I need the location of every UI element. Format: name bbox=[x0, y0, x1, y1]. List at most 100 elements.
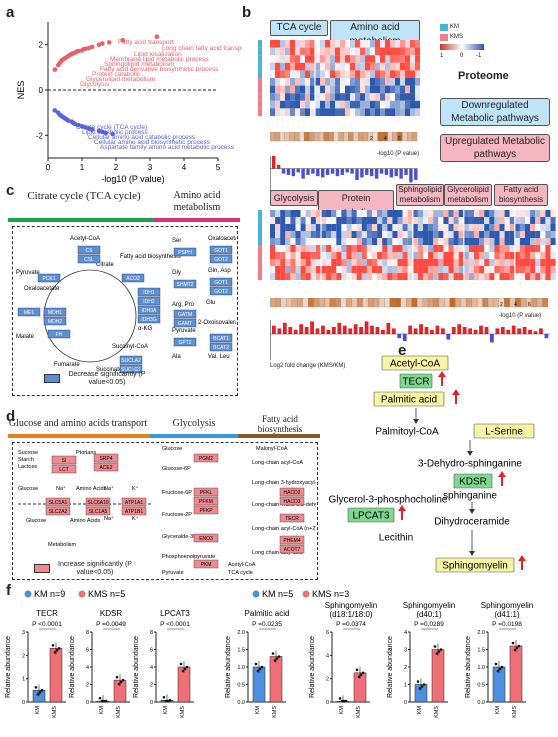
heat-cell bbox=[295, 55, 300, 63]
heat-cell bbox=[275, 266, 281, 273]
heat-cell bbox=[499, 259, 505, 266]
heat-cell bbox=[415, 70, 420, 78]
gene-box bbox=[77, 254, 101, 264]
heat-cell bbox=[305, 62, 310, 71]
heat-cell bbox=[365, 70, 370, 78]
heat-cell bbox=[300, 78, 305, 86]
heat-cell bbox=[360, 62, 365, 71]
heat-cell bbox=[540, 252, 546, 259]
heat-cell bbox=[489, 210, 495, 217]
pvalue-cell bbox=[389, 298, 396, 308]
fc-bar bbox=[440, 328, 445, 334]
gene-label: BCAT2 bbox=[213, 345, 229, 351]
heat-cell bbox=[300, 62, 305, 71]
panel-c-pathway: Citrate cycle (TCA cycle) Amino acid met… bbox=[4, 190, 240, 402]
heat-cell bbox=[300, 231, 306, 238]
heat-cell bbox=[550, 245, 556, 252]
heat-cell bbox=[395, 62, 400, 71]
heat-cell bbox=[545, 245, 551, 252]
heat-cell bbox=[423, 252, 429, 259]
heat-cell bbox=[315, 85, 320, 94]
dot bbox=[361, 671, 365, 675]
heat-cell bbox=[415, 55, 420, 63]
gene-box bbox=[17, 307, 41, 317]
heat-cell bbox=[479, 259, 485, 266]
heat-cell bbox=[423, 266, 429, 273]
foldchange-top bbox=[270, 156, 418, 192]
legend-scale bbox=[440, 44, 484, 50]
heat-cell bbox=[377, 245, 383, 252]
fc-bar bbox=[370, 325, 374, 334]
d-legend-text: Increase significantly (P value<0.05) bbox=[58, 561, 132, 576]
heat-cell bbox=[463, 245, 469, 252]
heat-cell bbox=[405, 62, 410, 71]
y-tick-label: 2 bbox=[150, 683, 153, 689]
metabolite: Fumarate bbox=[54, 362, 80, 368]
pvalue-cell bbox=[460, 298, 467, 308]
heat-cell bbox=[377, 210, 383, 217]
heat-cell bbox=[351, 259, 357, 266]
legend-up: Upregulated Metabolic pathways bbox=[440, 134, 550, 162]
heat-cell bbox=[410, 108, 415, 116]
heat-cell bbox=[390, 93, 395, 101]
dot bbox=[168, 698, 172, 702]
heat-cell bbox=[458, 238, 464, 245]
heat-cell bbox=[519, 266, 525, 273]
fc-bar bbox=[430, 329, 434, 334]
heat-cell bbox=[525, 266, 531, 273]
pvalue-cell bbox=[542, 298, 549, 308]
heat-cell bbox=[387, 231, 393, 238]
heat-cell bbox=[345, 85, 350, 94]
heat-cell bbox=[412, 266, 418, 273]
dot bbox=[435, 652, 439, 655]
heat-cell bbox=[468, 266, 474, 273]
heat-cell bbox=[415, 93, 420, 101]
heat-cell bbox=[474, 245, 480, 252]
node-label: 3-Dehydro-sphinganine bbox=[418, 459, 522, 470]
pval-tick: 6 bbox=[398, 136, 401, 142]
heat-cell bbox=[448, 266, 454, 273]
heat-cell bbox=[428, 266, 434, 273]
pvalue-cell bbox=[427, 298, 434, 308]
dot bbox=[496, 669, 500, 673]
heat-cell bbox=[360, 93, 365, 101]
chart-title: LPCAT3 bbox=[160, 609, 190, 618]
gene-label: ACOT7 bbox=[284, 547, 301, 553]
point-up bbox=[100, 41, 105, 46]
fc-bar bbox=[353, 324, 358, 334]
heat-cell bbox=[525, 245, 531, 252]
pvalue-cell bbox=[493, 298, 500, 308]
heat-cell bbox=[468, 217, 474, 224]
pvalue-cell bbox=[289, 132, 295, 142]
gene-box bbox=[137, 287, 161, 297]
heat-cell bbox=[331, 224, 337, 231]
fc-bar bbox=[359, 327, 364, 334]
heat-cell bbox=[350, 40, 355, 48]
heat-cell bbox=[370, 100, 375, 109]
heat-cell bbox=[315, 210, 321, 217]
heat-cell bbox=[514, 224, 520, 231]
heat-cell bbox=[346, 210, 352, 217]
heat-cell bbox=[474, 266, 480, 273]
heat-cell bbox=[331, 238, 337, 245]
node-label: Palmitoyl-CoA bbox=[375, 427, 439, 438]
dot bbox=[420, 685, 424, 688]
pvalue-cell bbox=[466, 298, 472, 308]
heat-cell bbox=[270, 108, 275, 116]
x-tick-label: KMS bbox=[52, 706, 58, 718]
heat-cell bbox=[335, 62, 340, 71]
heat-cell bbox=[330, 93, 335, 101]
pvalue-label: P =0.0289 bbox=[414, 621, 444, 628]
heat-cell bbox=[458, 252, 464, 259]
metabolite: Metabolism bbox=[48, 542, 77, 548]
fc-bar bbox=[511, 325, 516, 334]
metabolite: Pyruvate bbox=[162, 570, 184, 576]
heat-cell bbox=[366, 266, 372, 273]
heat-cell bbox=[514, 238, 520, 245]
pvalue-cell bbox=[338, 132, 344, 142]
metabolite: Citrate bbox=[96, 262, 114, 268]
heat-cell bbox=[468, 231, 474, 238]
heat-cell bbox=[285, 93, 290, 101]
heat-cell bbox=[428, 238, 434, 245]
heat-cell bbox=[545, 266, 551, 273]
